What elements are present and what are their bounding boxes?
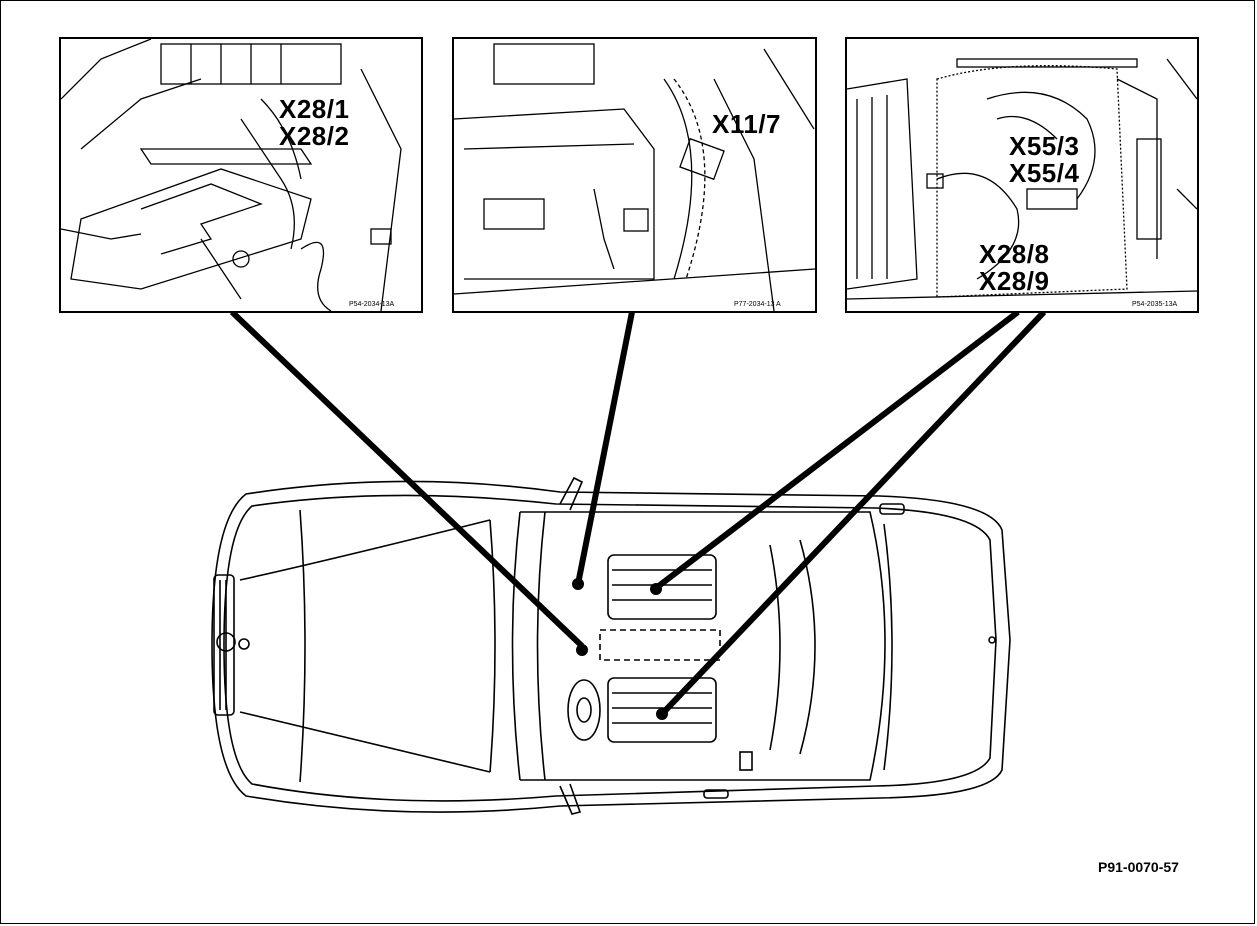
console-illustration [61,39,402,311]
marker-seat-rear [656,708,668,720]
label-x28-1: X28/1 [279,94,350,124]
leader-footwell [575,311,635,585]
inset-footwell: X11/7 P77-2034-13 A [452,37,817,313]
marker-footwell [572,578,584,590]
inset-ref-code: P54-2035-13A [1132,301,1178,308]
figure-id: P91-0070-57 [1098,859,1179,875]
seat-illustration [847,58,1197,300]
leader-seat-rear [659,309,1047,717]
label-x28-8: X28/8 [979,239,1050,269]
leader-seat-front [654,309,1020,591]
footwell-illustration [454,43,815,311]
leader-console [229,309,585,649]
label-x28-9: X28/9 [979,266,1050,296]
connector-markers [572,578,668,720]
label-x28-2: X28/2 [279,121,350,151]
marker-seat-front [650,583,662,595]
car-body [211,476,1011,815]
inset-ref-code: P77-2034-13 A [734,301,781,308]
label-x55-3: X55/3 [1009,131,1080,161]
marker-console [576,644,588,656]
label-x11-7: X11/7 [712,109,782,139]
leader-lines [229,309,1047,717]
inset-ref-code: P54-2034-13A [349,301,395,308]
inset-seat: X55/3 X55/4 X28/8 X28/9 P54-2035-13A [845,37,1199,313]
inset-console: X28/1 X28/2 P54-2034-13A [59,37,423,313]
label-x55-4: X55/4 [1009,158,1080,188]
